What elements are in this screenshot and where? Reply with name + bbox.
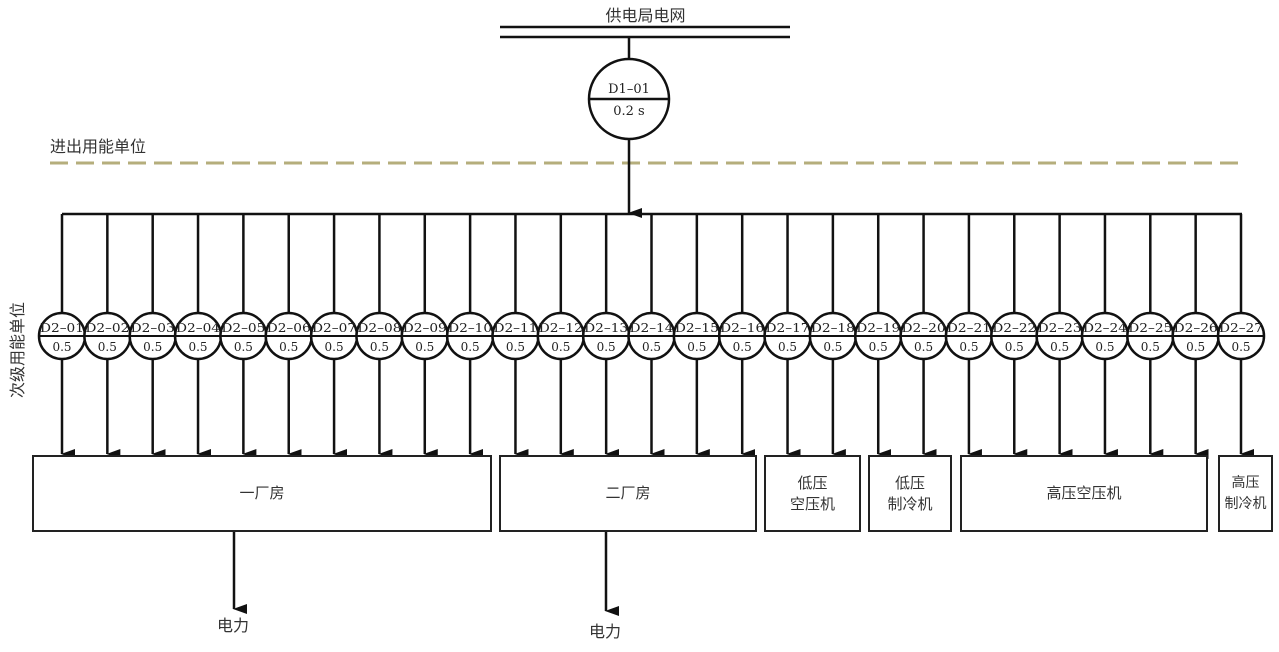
sub-meter-id: D2–15: [675, 321, 719, 335]
consumer-box-hv-air-compressor: 高压空压机: [960, 455, 1208, 532]
sub-meter: D2–03 0.5: [128, 214, 177, 459]
sub-meter: D2–26 0.5: [1171, 214, 1220, 459]
sub-meter: D2–10 0.5: [445, 214, 495, 459]
sub-meter-id: D2–20: [902, 321, 946, 335]
sub-meter: D2–05 0.5: [219, 214, 268, 459]
sub-meter-id: D2–14: [630, 321, 674, 335]
consumer-box-plant-2: 二厂房: [499, 455, 757, 532]
sub-meter-accuracy: 0.5: [959, 340, 978, 354]
sub-meter-id: D2–03: [131, 321, 175, 335]
secondary-unit-label: 次级用能单位: [8, 301, 27, 399]
sub-meter: D2–22 0.5: [990, 214, 1039, 459]
sub-meter-id: D2–18: [811, 321, 855, 335]
grid-title: 供电局电网: [605, 6, 686, 25]
consumer-box-plant-1: 一厂房: [32, 455, 492, 532]
sub-meter: D2–02 0.5: [83, 214, 132, 459]
sub-meter-accuracy: 0.5: [98, 340, 117, 354]
sub-meter-id: D2–27: [1219, 321, 1263, 335]
sub-meter-id: D2–22: [992, 321, 1036, 335]
sub-meter: D2–11 0.5: [491, 214, 540, 459]
sub-meter-accuracy: 0.5: [597, 340, 616, 354]
consumer-box-lv-air-compressor: 低压空压机: [764, 455, 861, 532]
sub-meter-accuracy: 0.5: [52, 340, 71, 354]
sub-meter: D2–25 0.5: [1126, 214, 1175, 459]
main-meter-accuracy: 0.2 s: [613, 104, 644, 119]
sub-meter-accuracy: 0.5: [551, 340, 570, 354]
consumer-box-hv-chiller: 高压制冷机: [1218, 455, 1273, 532]
sub-meter-accuracy: 0.5: [415, 340, 434, 354]
sub-meter-accuracy: 0.5: [823, 340, 842, 354]
sub-meter-id: D2–02: [85, 321, 129, 335]
sub-meter: D2–09 0.5: [400, 214, 450, 459]
output-arrow-group: [232, 531, 619, 616]
zone-label: 进出用能单位: [50, 137, 147, 156]
sub-meter-accuracy: 0.5: [778, 340, 797, 354]
sub-meter-id: D2–17: [766, 321, 810, 335]
sub-meter-id: D2–06: [267, 321, 311, 335]
sub-meter-accuracy: 0.5: [642, 340, 661, 354]
sub-meter: D2–18 0.5: [808, 214, 858, 459]
output-label-2: 电力: [589, 622, 622, 641]
sub-meter: D2–27 0.5: [1216, 214, 1266, 459]
consumer-box-lv-chiller: 低压制冷机: [868, 455, 952, 532]
sub-meter-accuracy: 0.5: [279, 340, 298, 354]
sub-meter: D2–06 0.5: [264, 214, 313, 459]
sub-meter-id: D2–24: [1083, 321, 1127, 335]
sub-meter-group: D2–01 0.5 D2–02 0.5 D2–03 0.5 D2–04 0.5 D2–05 0.5…: [37, 214, 1266, 459]
sub-meter: D2–16 0.5: [717, 214, 767, 459]
sub-meter: D2–01 0.5: [37, 214, 87, 459]
sub-meter: D2–04 0.5: [173, 214, 223, 459]
sub-meter-accuracy: 0.5: [461, 340, 480, 354]
sub-meter: D2–17 0.5: [763, 214, 812, 459]
sub-meter-id: D2–21: [947, 321, 991, 335]
sub-meter-id: D2–23: [1038, 321, 1082, 335]
sub-meter-id: D2–16: [720, 321, 764, 335]
sub-meter: D2–23 0.5: [1035, 214, 1084, 459]
sub-meter-accuracy: 0.5: [1005, 340, 1024, 354]
sub-meter: D2–13 0.5: [581, 214, 631, 459]
sub-meter: D2–12 0.5: [536, 214, 586, 459]
sub-meter-id: D2–08: [357, 321, 401, 335]
sub-meter: D2–07 0.5: [309, 214, 359, 459]
sub-meter-accuracy: 0.5: [188, 340, 207, 354]
sub-meter-accuracy: 0.5: [1231, 340, 1250, 354]
sub-meter-accuracy: 0.5: [143, 340, 162, 354]
sub-meter-id: D2–19: [856, 321, 900, 335]
sub-meter-accuracy: 0.5: [733, 340, 752, 354]
output-label-1: 电力: [217, 616, 250, 635]
sub-meter-id: D2–07: [312, 321, 356, 335]
sub-meter-id: D2–09: [403, 321, 447, 335]
sub-meter-id: D2–13: [584, 321, 628, 335]
sub-meter-accuracy: 0.5: [325, 340, 344, 354]
sub-meter-id: D2–11: [493, 321, 537, 335]
sub-meter-accuracy: 0.5: [1141, 340, 1160, 354]
sub-meter-accuracy: 0.5: [370, 340, 389, 354]
sub-meter: D2–24 0.5: [1080, 214, 1130, 459]
sub-meter-accuracy: 0.5: [234, 340, 253, 354]
sub-meter-id: D2–04: [176, 321, 220, 335]
main-meter-id: D1–01: [608, 82, 650, 97]
sub-meter-accuracy: 0.5: [869, 340, 888, 354]
sub-meter: D2–21 0.5: [944, 214, 994, 459]
sub-meter: D2–19 0.5: [853, 214, 903, 459]
sub-meter: D2–08 0.5: [355, 214, 404, 459]
sub-meter-id: D2–26: [1174, 321, 1218, 335]
sub-meter-id: D2–25: [1128, 321, 1172, 335]
sub-meter: D2–20 0.5: [899, 214, 948, 459]
sub-meter-accuracy: 0.5: [1095, 340, 1114, 354]
sub-meter-accuracy: 0.5: [1186, 340, 1205, 354]
sub-meter-accuracy: 0.5: [506, 340, 525, 354]
sub-meter: D2–15 0.5: [672, 214, 722, 459]
sub-meter-id: D2–10: [448, 321, 492, 335]
sub-meter-id: D2–12: [539, 321, 583, 335]
sub-meter-accuracy: 0.5: [914, 340, 933, 354]
sub-meter-id: D2–05: [221, 321, 265, 335]
sub-meter: D2–14 0.5: [627, 214, 676, 459]
sub-meter-accuracy: 0.5: [687, 340, 706, 354]
sub-meter-accuracy: 0.5: [1050, 340, 1069, 354]
sub-meter-id: D2–01: [40, 321, 84, 335]
main-meter: D1–01 0.2 s: [587, 57, 671, 141]
